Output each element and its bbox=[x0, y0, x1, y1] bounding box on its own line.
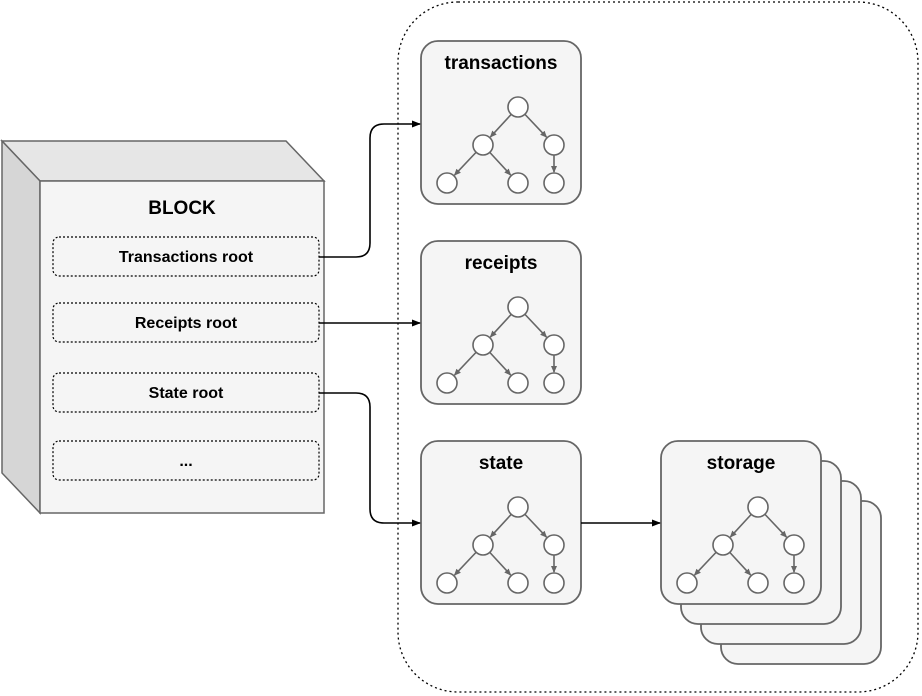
trie-edge bbox=[524, 313, 548, 338]
trie-card-frame bbox=[660, 440, 822, 605]
trie-node bbox=[472, 534, 494, 556]
trie-node bbox=[436, 172, 458, 194]
trie-edge bbox=[489, 551, 512, 576]
trie-node bbox=[747, 572, 769, 594]
trie-card-receipts: receipts bbox=[420, 240, 582, 405]
trie-node bbox=[436, 372, 458, 394]
block-field-label: ... bbox=[179, 453, 192, 470]
trie-edge bbox=[489, 513, 512, 538]
block-field-receipts-root: Receipts root bbox=[52, 302, 320, 343]
trie-edge bbox=[453, 351, 477, 376]
trie-edge bbox=[524, 513, 548, 538]
trie-node bbox=[543, 372, 565, 394]
tries-container bbox=[397, 1, 919, 693]
trie-edge bbox=[693, 551, 717, 576]
arrow-state-root-to-state bbox=[319, 392, 421, 527]
trie-node bbox=[543, 172, 565, 194]
trie-title: transactions bbox=[445, 53, 558, 74]
trie-node bbox=[543, 334, 565, 356]
block-field-transactions-root: Transactions root bbox=[52, 236, 320, 277]
trie-node bbox=[507, 572, 529, 594]
trie-card-storage: storage bbox=[660, 440, 822, 605]
trie-card-frame bbox=[420, 40, 582, 205]
trie-node bbox=[676, 572, 698, 594]
trie-node bbox=[712, 534, 734, 556]
trie-edge bbox=[489, 313, 512, 338]
block-top-face bbox=[0, 140, 326, 182]
trie-node bbox=[436, 572, 458, 594]
trie-node bbox=[472, 134, 494, 156]
block-field-ellipsis: ... bbox=[52, 440, 320, 481]
trie-edge bbox=[489, 151, 512, 176]
trie-node bbox=[507, 496, 529, 518]
trie-node bbox=[543, 572, 565, 594]
trie-edge bbox=[489, 113, 512, 138]
trie-node bbox=[783, 572, 805, 594]
trie-card-state: state bbox=[420, 440, 582, 605]
block-side-face bbox=[1, 139, 41, 515]
trie-title: storage bbox=[707, 453, 776, 474]
trie-node bbox=[783, 534, 805, 556]
trie-edge bbox=[453, 551, 477, 576]
trie-edge bbox=[729, 513, 752, 538]
trie-node bbox=[507, 96, 529, 118]
trie-edge bbox=[729, 551, 752, 576]
block-field-label: Transactions root bbox=[119, 249, 254, 266]
trie-node bbox=[543, 534, 565, 556]
block-box: BLOCK Transactions root Receipts root St… bbox=[0, 139, 326, 515]
trie-node bbox=[543, 134, 565, 156]
trie-edge bbox=[453, 151, 477, 176]
trie-node bbox=[507, 172, 529, 194]
trie-node bbox=[747, 496, 769, 518]
block-field-label: Receipts root bbox=[135, 315, 238, 332]
trie-layer: transactions receipts state storage bbox=[420, 40, 822, 605]
trie-node bbox=[472, 334, 494, 356]
trie-edge bbox=[489, 351, 512, 376]
trie-edge bbox=[764, 513, 788, 538]
arrow-transactions-root-to-transactions bbox=[319, 120, 421, 258]
block-field-state-root: State root bbox=[52, 372, 320, 413]
block-title: BLOCK bbox=[148, 198, 216, 219]
block-field-label: State root bbox=[149, 385, 224, 402]
trie-card-transactions: transactions bbox=[420, 40, 582, 205]
trie-node bbox=[507, 372, 529, 394]
trie-node bbox=[507, 296, 529, 318]
trie-title: receipts bbox=[465, 253, 538, 274]
trie-card-frame bbox=[420, 240, 582, 405]
trie-title: state bbox=[479, 453, 523, 474]
trie-edge bbox=[524, 113, 548, 138]
